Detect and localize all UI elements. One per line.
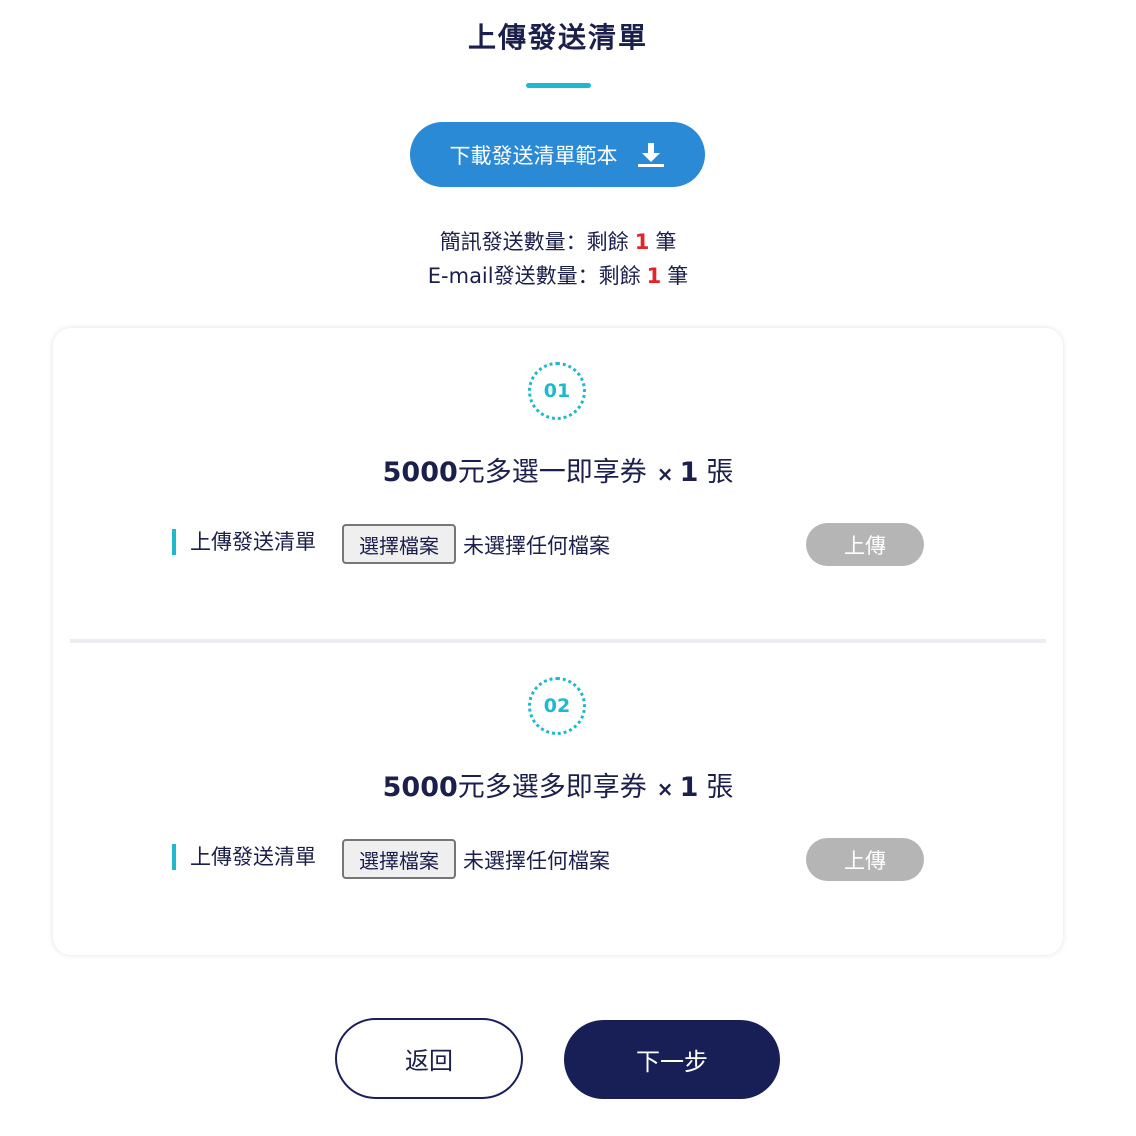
email-quota-label: E-mail發送數量：剩餘 bbox=[427, 264, 641, 288]
next-step-button[interactable]: 下一步 bbox=[564, 1020, 780, 1099]
page-title: 上傳發送清單 bbox=[467, 21, 648, 54]
voucher-name: 元多選一即享券 bbox=[457, 457, 647, 488]
title-underline bbox=[526, 83, 591, 88]
file-status: 未選擇任何檔案 bbox=[463, 534, 610, 558]
back-button[interactable]: 返回 bbox=[335, 1018, 523, 1099]
email-quota-remaining: 1 bbox=[646, 264, 662, 288]
choose-file-button[interactable]: 選擇檔案 bbox=[342, 839, 456, 879]
times-icon: × bbox=[656, 462, 674, 486]
file-status: 未選擇任何檔案 bbox=[463, 849, 610, 873]
voucher-amount: 5000 bbox=[382, 772, 458, 803]
voucher-unit: 張 bbox=[706, 772, 734, 803]
step-badge: 01 bbox=[528, 362, 586, 420]
voucher-quantity: 1 bbox=[679, 772, 699, 803]
upload-label: 上傳發送清單 bbox=[172, 529, 316, 555]
step-badge: 02 bbox=[528, 677, 586, 735]
sms-quota-unit: 筆 bbox=[655, 230, 677, 254]
times-icon: × bbox=[656, 777, 674, 801]
section-divider bbox=[70, 639, 1046, 643]
voucher-name: 元多選多即享券 bbox=[457, 772, 647, 803]
sms-quota-remaining: 1 bbox=[634, 230, 650, 254]
download-icon bbox=[636, 141, 666, 169]
upload-label: 上傳發送清單 bbox=[172, 844, 316, 870]
voucher-quantity: 1 bbox=[679, 457, 699, 488]
upload-row: 上傳發送清單 選擇檔案 未選擇任何檔案 上傳 bbox=[172, 838, 932, 881]
upload-button[interactable]: 上傳 bbox=[806, 523, 924, 566]
choose-file-button[interactable]: 選擇檔案 bbox=[342, 524, 456, 564]
voucher-unit: 張 bbox=[706, 457, 734, 488]
download-template-label: 下載發送清單範本 bbox=[449, 143, 618, 168]
upload-button[interactable]: 上傳 bbox=[806, 838, 924, 881]
email-quota-unit: 筆 bbox=[667, 264, 689, 288]
sms-quota-label: 簡訊發送數量：剩餘 bbox=[439, 230, 629, 254]
upload-row: 上傳發送清單 選擇檔案 未選擇任何檔案 上傳 bbox=[172, 523, 932, 566]
download-template-button[interactable]: 下載發送清單範本 bbox=[410, 122, 705, 187]
voucher-amount: 5000 bbox=[382, 457, 458, 488]
